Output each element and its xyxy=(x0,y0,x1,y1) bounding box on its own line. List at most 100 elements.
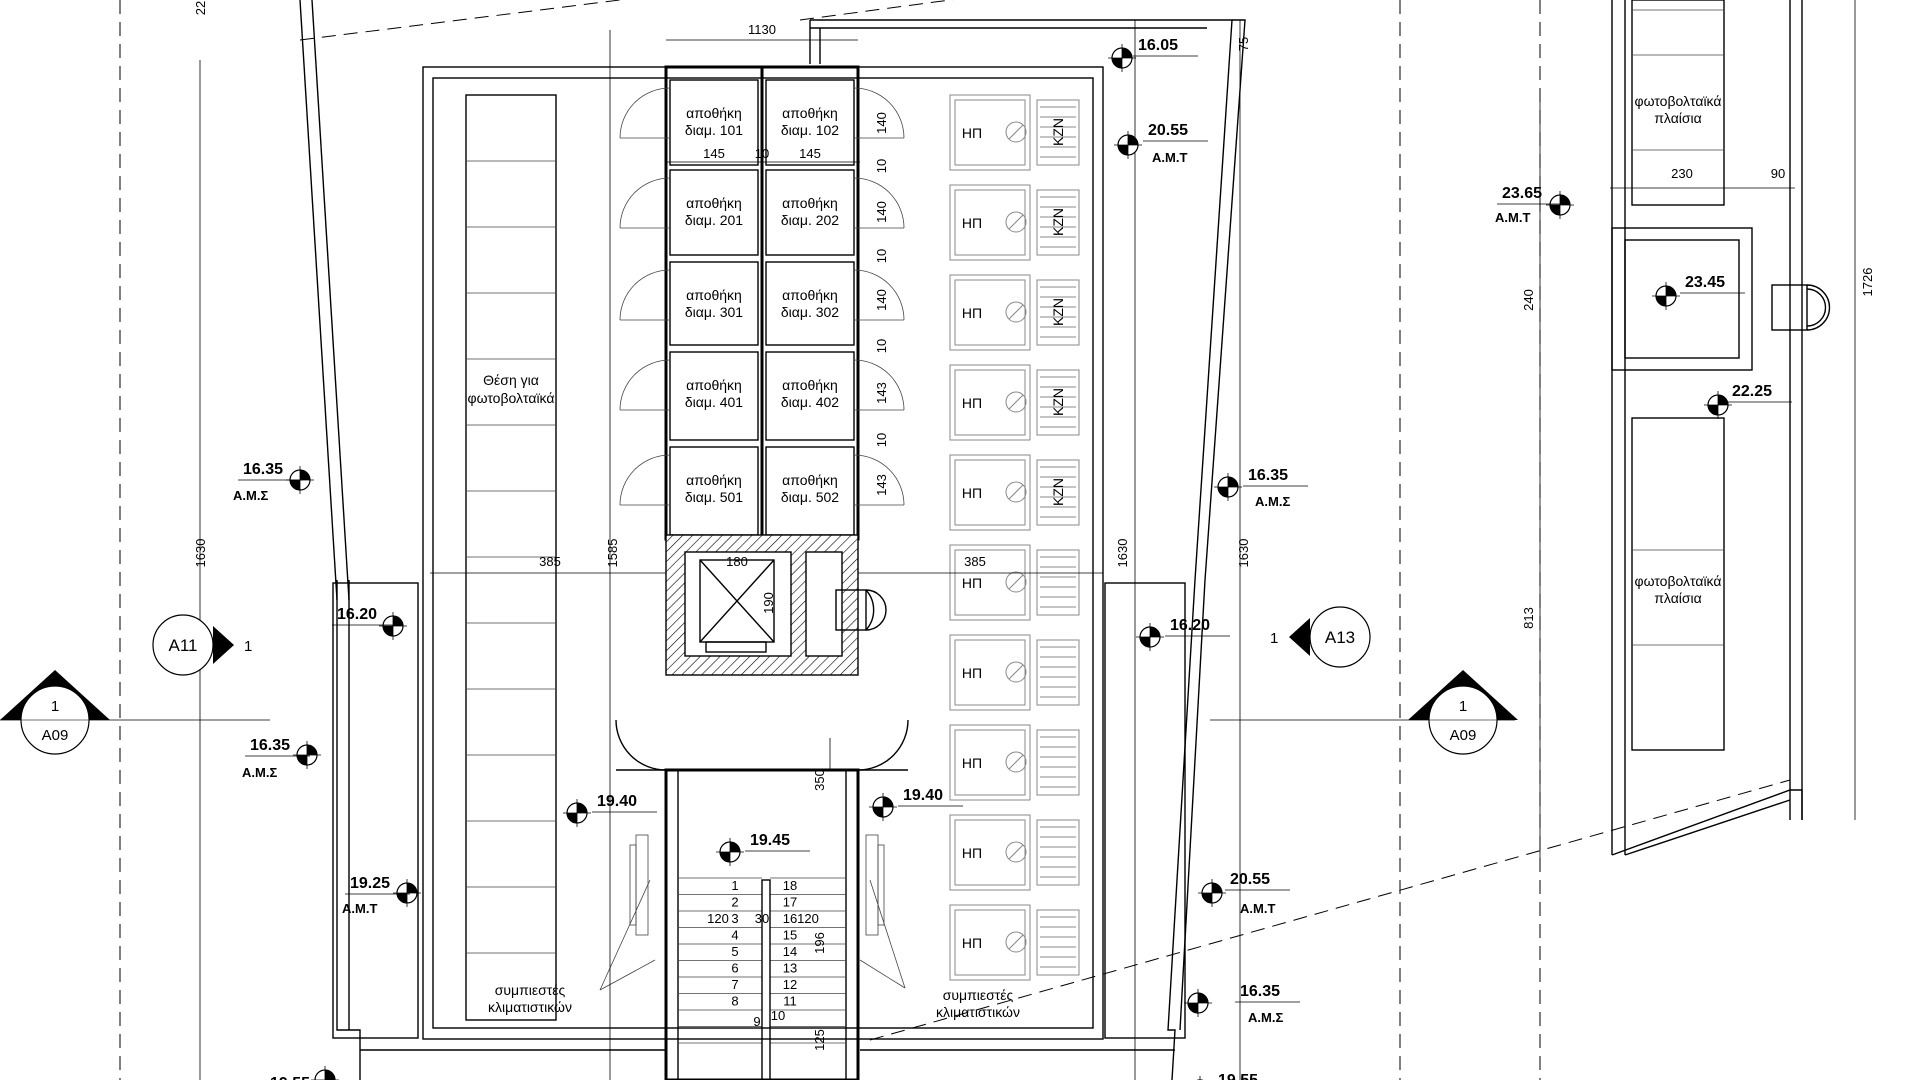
stair-step-number: 12 xyxy=(783,977,797,992)
tank-label: KZN xyxy=(1050,388,1066,416)
tank-box xyxy=(1036,369,1080,436)
pv-strip-left: Θέση για φωτοβολταϊκά xyxy=(465,94,557,1021)
stair-step-number: 2 xyxy=(731,895,738,910)
level-symbol-icon xyxy=(392,878,422,908)
stair-step-number: 3 xyxy=(731,911,738,926)
level-value: 19.55 xyxy=(1218,1072,1258,1080)
dimension-texts: 1130 75 22 145 10 145 140 10 140 10 140 … xyxy=(193,1,1875,1051)
level-symbol-icon xyxy=(868,792,898,822)
compressors-left-line1: συμπιεστές xyxy=(495,982,566,998)
level-tag: Α.Μ.Τ xyxy=(1152,150,1187,165)
level-symbol-icon xyxy=(1213,472,1243,502)
storage-room-label: αποθήκη xyxy=(686,377,742,393)
storage-room xyxy=(669,351,759,441)
ac-compressors: συμπιεστές κλιματιστικών συμπιεστές κλιμ… xyxy=(488,834,1020,1020)
level-tag: Α.Μ.Σ xyxy=(1255,494,1290,509)
storage-room xyxy=(669,169,759,256)
storage-room-label: αποθήκη xyxy=(782,287,838,303)
heater-valve-icon xyxy=(1005,751,1027,773)
svg-text:140: 140 xyxy=(874,112,889,134)
level-value: 16.35 xyxy=(1240,983,1280,1000)
section-cut-right: 1 A09 xyxy=(1210,670,1518,755)
heater-valve-icon xyxy=(1005,211,1027,233)
svg-text:A09: A09 xyxy=(1450,727,1477,744)
storage-room-number: διαμ. 302 xyxy=(781,304,839,320)
heater-panel-inner xyxy=(954,99,1026,166)
svg-text:240: 240 xyxy=(1521,289,1536,311)
svg-text:1585: 1585 xyxy=(605,539,620,568)
svg-text:120: 120 xyxy=(797,911,819,926)
level-symbol-icon xyxy=(1545,190,1575,220)
tank-box xyxy=(1036,279,1080,346)
level-value: 19.40 xyxy=(597,793,637,810)
storage-room-label: αποθήκη xyxy=(782,105,838,121)
svg-text:1630: 1630 xyxy=(193,539,208,568)
stair-step-number: 18 xyxy=(783,878,797,893)
stair-step-number: 9 xyxy=(753,1014,760,1029)
tank-label: KZN xyxy=(1050,298,1066,326)
heater-valve-icon xyxy=(1005,481,1027,503)
storage-room-label: αποθήκη xyxy=(782,377,838,393)
svg-text:1630: 1630 xyxy=(1236,539,1251,568)
heater-label: ΗΠ xyxy=(962,935,982,951)
svg-text:230: 230 xyxy=(1671,166,1693,181)
tank-box xyxy=(1036,459,1080,526)
tank-box xyxy=(1036,909,1080,976)
heater-label: ΗΠ xyxy=(962,485,982,501)
stair-step-number: 10 xyxy=(771,1008,785,1023)
heater-panel xyxy=(949,454,1031,531)
level-symbol-icon xyxy=(292,740,322,770)
tank-box xyxy=(1036,189,1080,256)
heater-panel xyxy=(949,544,1031,621)
heater-panel xyxy=(949,724,1031,801)
svg-text:1726: 1726 xyxy=(1860,268,1875,297)
svg-text:A09: A09 xyxy=(42,727,69,744)
stair-step-number: 5 xyxy=(731,944,738,959)
level-value: 19.45 xyxy=(750,832,790,849)
level-value: 20.55 xyxy=(1148,122,1188,139)
level-symbol-icon xyxy=(1703,390,1733,420)
heater-panel xyxy=(949,364,1031,441)
heater-label: ΗΠ xyxy=(962,395,982,411)
section-marker-a11: A11 1 xyxy=(152,614,252,676)
pv-panels-bottom-line2: πλαίσια xyxy=(1654,590,1702,606)
heater-label: ΗΠ xyxy=(962,845,982,861)
level-tag: Α.Μ.Τ xyxy=(1495,210,1530,225)
level-value: 23.45 xyxy=(1685,274,1725,291)
svg-text:1130: 1130 xyxy=(748,22,776,37)
svg-text:813: 813 xyxy=(1521,607,1536,629)
stair-step-number: 16 xyxy=(783,911,797,926)
tank-label: KZN xyxy=(1050,478,1066,506)
storage-room-number: διαμ. 201 xyxy=(685,212,743,228)
storage-room xyxy=(765,169,855,256)
level-symbol-icon xyxy=(1107,43,1137,73)
stair-step-number: 8 xyxy=(731,994,738,1009)
heater-panel-inner xyxy=(954,819,1026,886)
storage-room xyxy=(765,79,855,166)
heater-label: ΗΠ xyxy=(962,665,982,681)
section-marker-a13: A13 1 xyxy=(1270,606,1371,668)
level-value: 16.20 xyxy=(1170,617,1210,634)
storage-room-number: διαμ. 301 xyxy=(685,304,743,320)
pv-panels-bottom-line1: φωτοβολταϊκά xyxy=(1635,573,1722,589)
heater-label: ΗΠ xyxy=(962,575,982,591)
svg-text:10: 10 xyxy=(874,433,889,447)
tank-box xyxy=(1036,819,1080,886)
heater-valve-icon xyxy=(1005,301,1027,323)
svg-text:30: 30 xyxy=(755,911,769,926)
level-symbol-icon xyxy=(562,798,592,828)
svg-text:125: 125 xyxy=(812,1029,827,1051)
storage-room-label: αποθήκη xyxy=(686,195,742,211)
heater-panel xyxy=(949,904,1031,981)
svg-text:10: 10 xyxy=(874,249,889,263)
svg-text:22: 22 xyxy=(193,1,208,15)
heater-panel xyxy=(949,94,1031,171)
svg-text:10: 10 xyxy=(755,146,769,161)
stair-step-number: 7 xyxy=(731,977,738,992)
svg-text:10: 10 xyxy=(874,159,889,173)
heater-label: ΗΠ xyxy=(962,215,982,231)
level-value: 16.20 xyxy=(337,606,377,623)
elevator-depth: 190 xyxy=(761,592,776,614)
